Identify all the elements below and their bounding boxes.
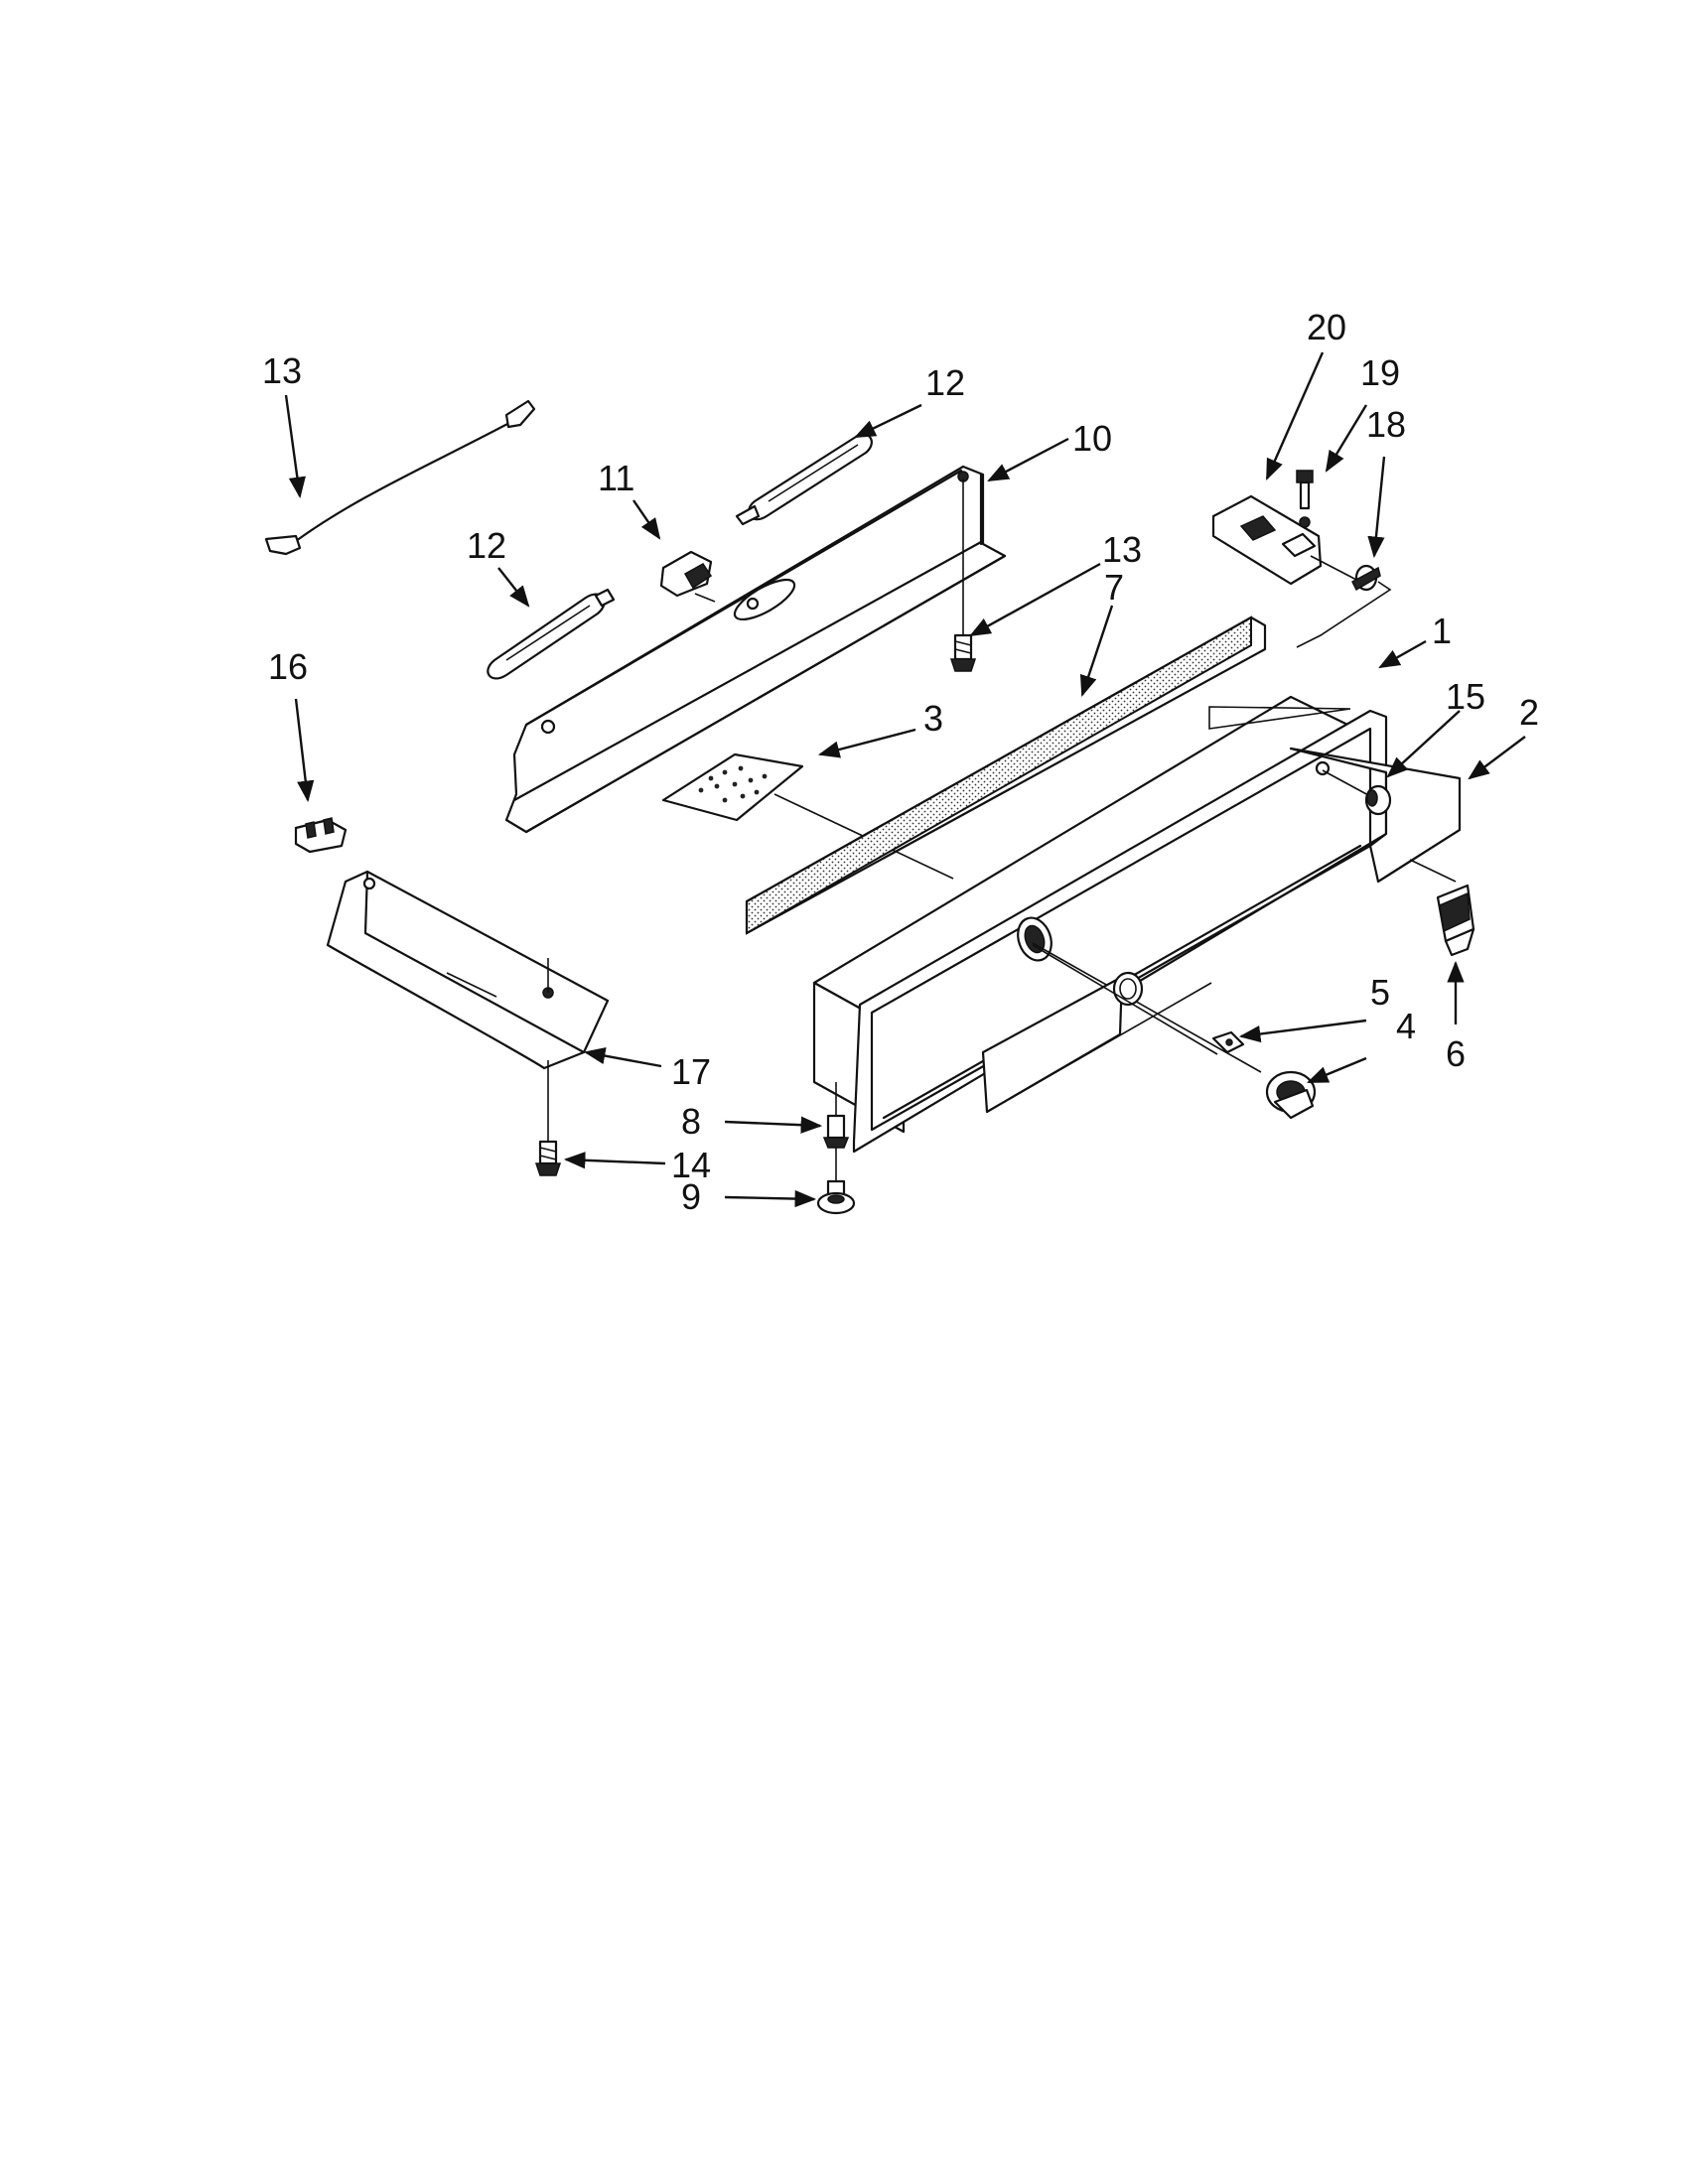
- callout-3: 3: [923, 698, 943, 739]
- callout-18: 18: [1366, 404, 1406, 445]
- part-11-lamp-socket: [659, 550, 716, 603]
- part-18-grommet: [1296, 564, 1392, 648]
- part-2-trim: [981, 747, 1462, 1114]
- callout-labels: 13 12 10 11 12 13 7 1 15 2 3 16 20 19 18…: [262, 307, 1539, 1217]
- callout-8: 8: [681, 1101, 701, 1142]
- part-4-knob: [1265, 1070, 1317, 1120]
- callout-4: 4: [1396, 1006, 1416, 1046]
- part-16-clip: [294, 817, 348, 854]
- part-6-switch: [1409, 859, 1475, 957]
- callout-13-lower: 14: [671, 1145, 711, 1185]
- callout-12-upper: 12: [925, 362, 965, 403]
- callout-10: 10: [1072, 418, 1112, 459]
- callout-2: 2: [1519, 692, 1539, 733]
- part-15-front-trim: [326, 870, 610, 1070]
- part-17-knob: [1322, 769, 1392, 816]
- callout-5: 5: [1370, 972, 1390, 1013]
- callout-13-upper: 13: [1102, 529, 1142, 570]
- part-13-screw-lower: [534, 1060, 562, 1176]
- callout-7: 7: [1104, 567, 1124, 608]
- part-5-nut: [1032, 944, 1245, 1055]
- part-20-control-board: [1211, 494, 1361, 586]
- callout-12-lower: 12: [467, 525, 506, 566]
- part-12-bulb-lower: [487, 588, 616, 680]
- callout-1: 1: [1432, 611, 1452, 651]
- part-14-wire: [264, 399, 536, 556]
- part-1-housing: [812, 695, 1388, 1154]
- part-9-foot: [816, 1148, 856, 1215]
- part-7-foam-strip: [745, 615, 1267, 935]
- part-13-screw-upper: [949, 478, 977, 672]
- callout-17: 15: [1446, 676, 1485, 717]
- callout-9: 9: [681, 1176, 701, 1217]
- leader-arrows: [284, 351, 1526, 1208]
- part-12-bulb-upper: [735, 433, 873, 526]
- callout-19: 19: [1360, 352, 1400, 393]
- part-19-screw: [1296, 470, 1314, 510]
- callout-14: 13: [262, 350, 302, 391]
- callout-11: 11: [598, 458, 634, 498]
- callout-6: 6: [1446, 1033, 1466, 1074]
- callout-16: 16: [268, 646, 308, 687]
- callout-15: 17: [671, 1051, 711, 1092]
- callout-20: 20: [1307, 307, 1346, 347]
- part-8-screw: [822, 1082, 850, 1149]
